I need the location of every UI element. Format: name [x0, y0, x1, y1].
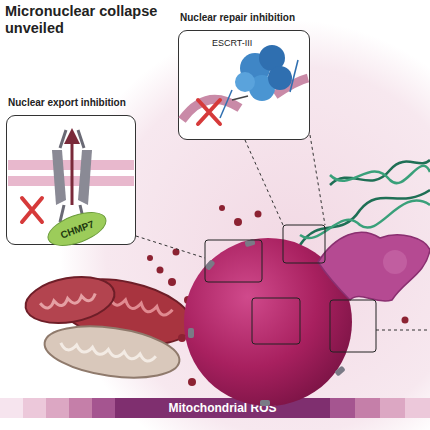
band-label: Mitochondrial ROS — [169, 401, 277, 415]
chromatin-blob — [383, 250, 407, 274]
protein-name: CHMP7 — [59, 218, 96, 240]
inset-heading: Nuclear repair inhibition — [180, 12, 295, 23]
diagram-title: Micronuclear collapse unveiled — [5, 3, 180, 37]
label-band: Mitochondrial ROS — [115, 398, 330, 418]
mitochondria — [22, 269, 198, 386]
dna-helix — [300, 160, 430, 245]
ros-dots — [147, 205, 409, 386]
chromatin-leak — [318, 232, 430, 301]
inset-heading: Nuclear export inhibition — [8, 97, 126, 108]
leader-lines — [136, 135, 430, 330]
band-stripes — [0, 398, 430, 418]
inset-panel: Nuclear repair inhibition — [178, 12, 318, 140]
micronucleus — [184, 238, 352, 406]
zoom-squares — [205, 225, 376, 352]
nuclear-pores — [188, 239, 346, 406]
protein-label: ESCRT-III — [212, 38, 252, 48]
inset-panel: Nuclear export inhibitionCHMP7 — [6, 97, 146, 247]
